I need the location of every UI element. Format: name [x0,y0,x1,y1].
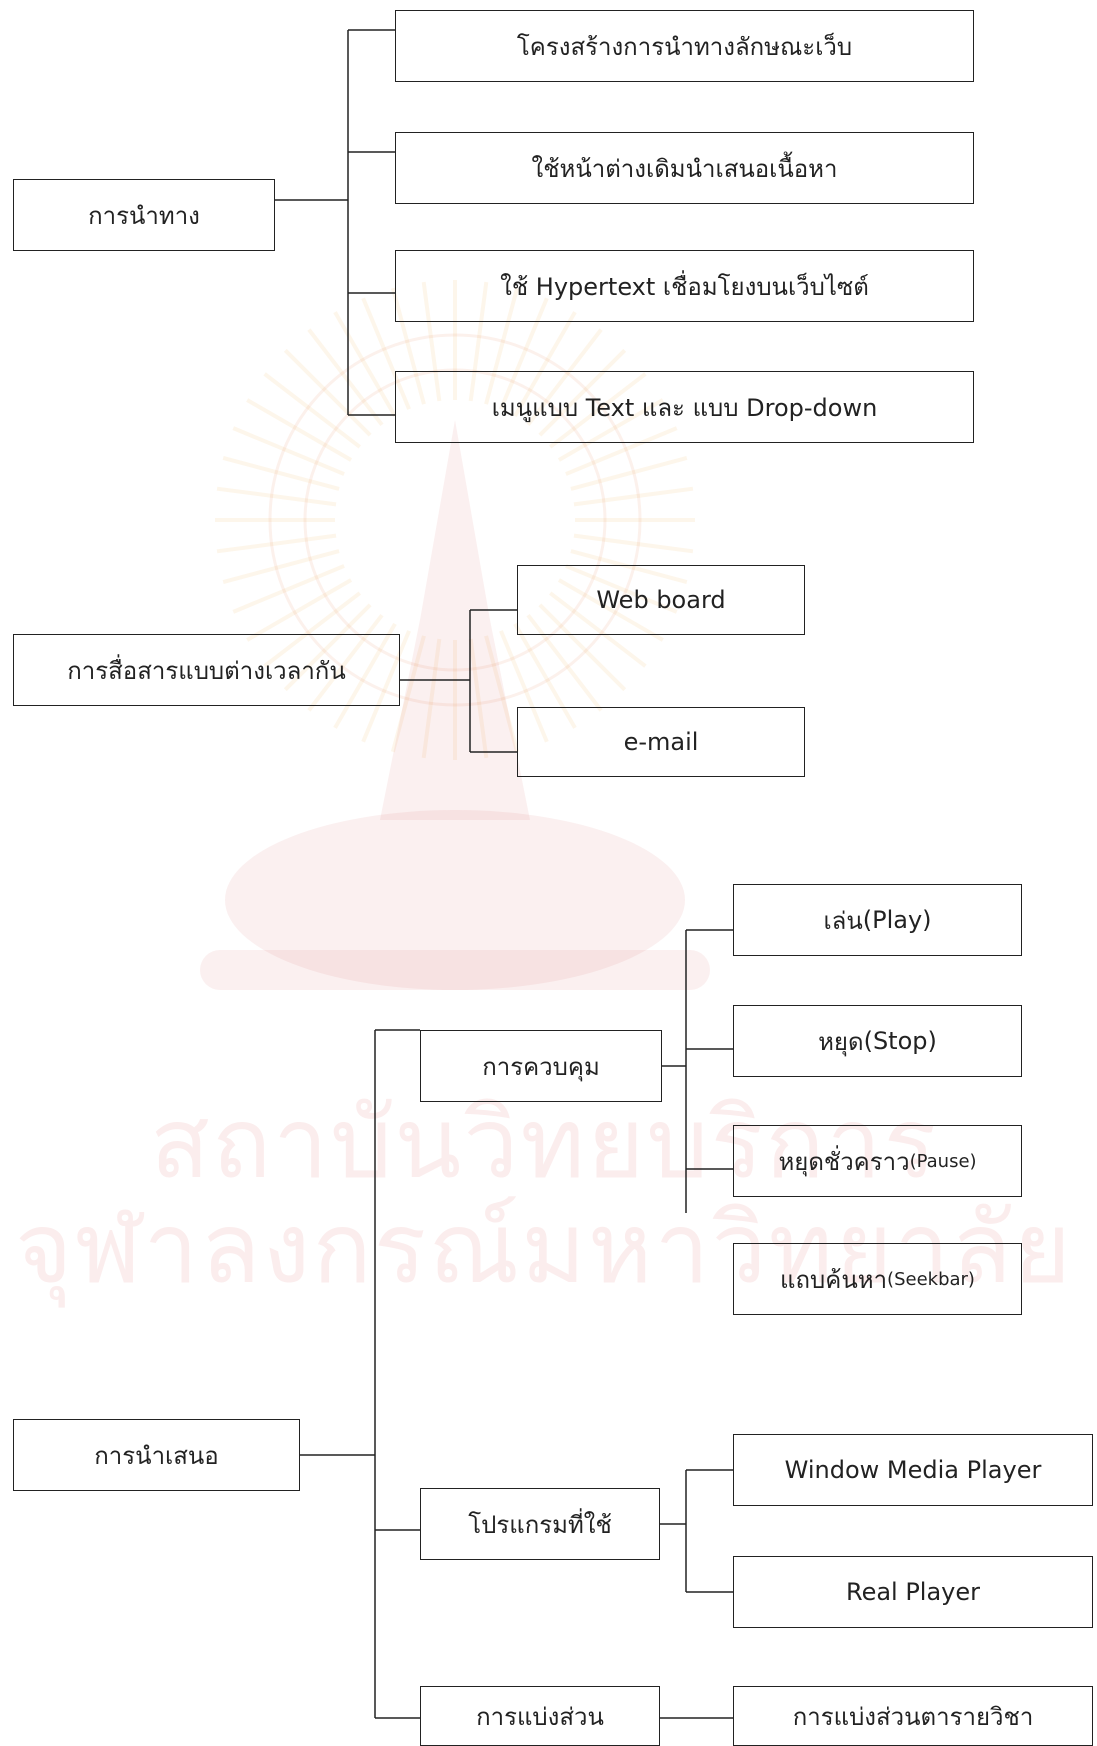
node-pause-en: (Pause) [909,1150,977,1172]
watermark-line-1: สถาบันวิทยบริการ [150,1087,939,1201]
watermark-ray [565,426,678,476]
watermark-ray [570,455,688,491]
watermark-ray [263,591,362,668]
node-presentation: การนำเสนอ [13,1419,300,1491]
node-play-th: เล่น [823,906,863,935]
node-seekbar: แถบค้นหา (Seekbar) [733,1243,1022,1315]
watermark-ray [526,328,603,427]
watermark-ray [468,638,489,759]
node-stop-en: (Stop) [863,1027,937,1055]
node-segmentation: การแบ่งส่วน [420,1686,660,1746]
node-seekbar-en: (Seekbar) [887,1268,975,1290]
node-same-window: ใช้หน้าต่างเดิมนำเสนอเนื้อหา [395,132,974,204]
watermark-ray [222,549,340,585]
watermark-ray [283,603,372,692]
node-stop: หยุด (Stop) [733,1005,1022,1077]
watermark-ray [538,603,627,692]
node-web-structure: โครงสร้างการนำทางลักษณะเว็บ [395,10,974,82]
node-segment-by-subject: การแบ่งส่วนตารายวิชา [733,1686,1093,1746]
node-navigation: การนำทาง [13,179,275,251]
node-programs: โปรแกรมที่ใช้ [420,1488,660,1560]
node-real-player: Real Player [733,1556,1093,1628]
watermark-ray [283,348,372,437]
watermark-ray [499,630,549,743]
watermark-ray [307,613,384,712]
watermark-ray [307,328,384,427]
watermark-ray [526,613,603,712]
node-pause: หยุดชั่วคราว (Pause) [733,1125,1022,1197]
watermark-ray [557,578,664,642]
watermark-ray [390,635,426,753]
watermark-ray [333,622,397,729]
watermark-ray [548,372,647,449]
watermark-ray [468,281,489,402]
watermark-ray [246,578,353,642]
watermark-ray [361,630,411,743]
watermark-ray [232,426,345,476]
node-async-comm: การสื่อสารแบบต่างเวลากัน [13,634,400,706]
node-menu: เมนูแบบ Text และ แบบ Drop-down [395,371,974,443]
watermark-ray [263,372,362,449]
node-play-en: (Play) [862,906,932,934]
node-webboard: Web board [517,565,805,635]
node-seekbar-th: แถบค้นหา [780,1265,888,1294]
watermark-ray [216,533,337,554]
watermark-ray [548,591,647,668]
watermark-ray [513,311,577,418]
node-play: เล่น (Play) [733,884,1022,956]
watermark-ray [361,297,411,410]
node-control: การควบคุม [420,1030,662,1102]
watermark-ray [246,398,353,462]
watermark-ray [484,635,520,753]
watermark-ray [513,622,577,729]
watermark-ray [570,549,688,585]
node-hypertext: ใช้ Hypertext เชื่อมโยงบนเว็บไซต์ [395,250,974,322]
watermark-ray [421,638,442,759]
watermark-ray [421,281,442,402]
watermark-ray [565,564,678,614]
watermark-ray [232,564,345,614]
watermark-ray [216,486,337,507]
watermark-ray [390,287,426,405]
watermark-ray [333,311,397,418]
watermark-ray [484,287,520,405]
node-pause-th: หยุดชั่วคราว [778,1147,910,1176]
watermark-line-2: จุฬาลงกรณ์มหาวิทยาลัย [15,1192,1074,1306]
watermark-ray [538,348,627,437]
node-wmp: Window Media Player [733,1434,1093,1506]
node-email: e-mail [517,707,805,777]
watermark-ray [499,297,549,410]
watermark-ray [222,455,340,491]
watermark-ray [573,486,694,507]
watermark-ray [557,398,664,462]
watermark-ray [573,533,694,554]
node-stop-th: หยุด [818,1027,864,1056]
